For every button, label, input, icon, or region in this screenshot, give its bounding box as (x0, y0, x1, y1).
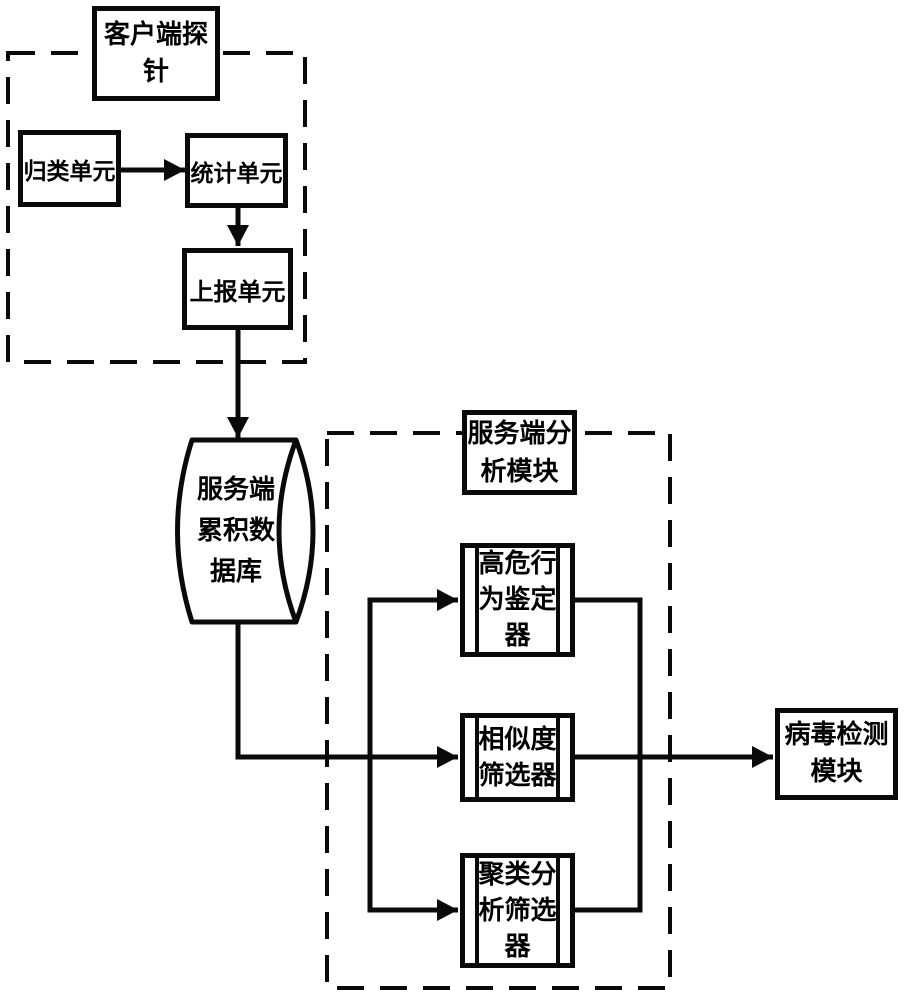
double-bar-left-icon (475, 547, 479, 653)
edge-db-to-cluster (367, 757, 458, 921)
edge-cluster-out (575, 757, 643, 913)
high-risk-identifier-box: 高危行 为鉴定 器 (460, 543, 575, 657)
server-analysis-title-box: 服务端分 析模块 (462, 410, 577, 495)
report-unit-box: 上报单元 (182, 248, 293, 330)
similarity-filter-box: 相似度 筛选器 (460, 713, 575, 802)
server-analysis-group-box (325, 431, 672, 990)
cluster-filter-label: 聚类分 析筛选 器 (478, 859, 557, 962)
similarity-filter-label: 相似度 筛选器 (478, 724, 557, 791)
database-cylinder-endcap (276, 439, 299, 623)
edge-db-to-high-risk (367, 589, 458, 757)
high-risk-identifier-label: 高危行 为鉴定 器 (478, 549, 557, 651)
double-bar-right-icon (556, 547, 560, 653)
server-db-label: 服务端 累积数 据库 (196, 474, 275, 587)
double-bar-left-icon (475, 717, 479, 798)
classify-unit-box: 归类单元 (18, 130, 121, 207)
edge-db-trunk (235, 620, 370, 760)
client-probe-title-box: 客户端探 针 (92, 6, 220, 101)
edge-high-risk-out (575, 597, 643, 757)
virus-detection-box: 病毒检测 模块 (775, 708, 898, 800)
double-bar-right-icon (556, 857, 560, 964)
double-bar-right-icon (556, 717, 560, 798)
cluster-filter-box: 聚类分 析筛选 器 (460, 853, 575, 968)
stats-unit-box: 统计单元 (185, 133, 288, 208)
double-bar-left-icon (475, 857, 479, 964)
